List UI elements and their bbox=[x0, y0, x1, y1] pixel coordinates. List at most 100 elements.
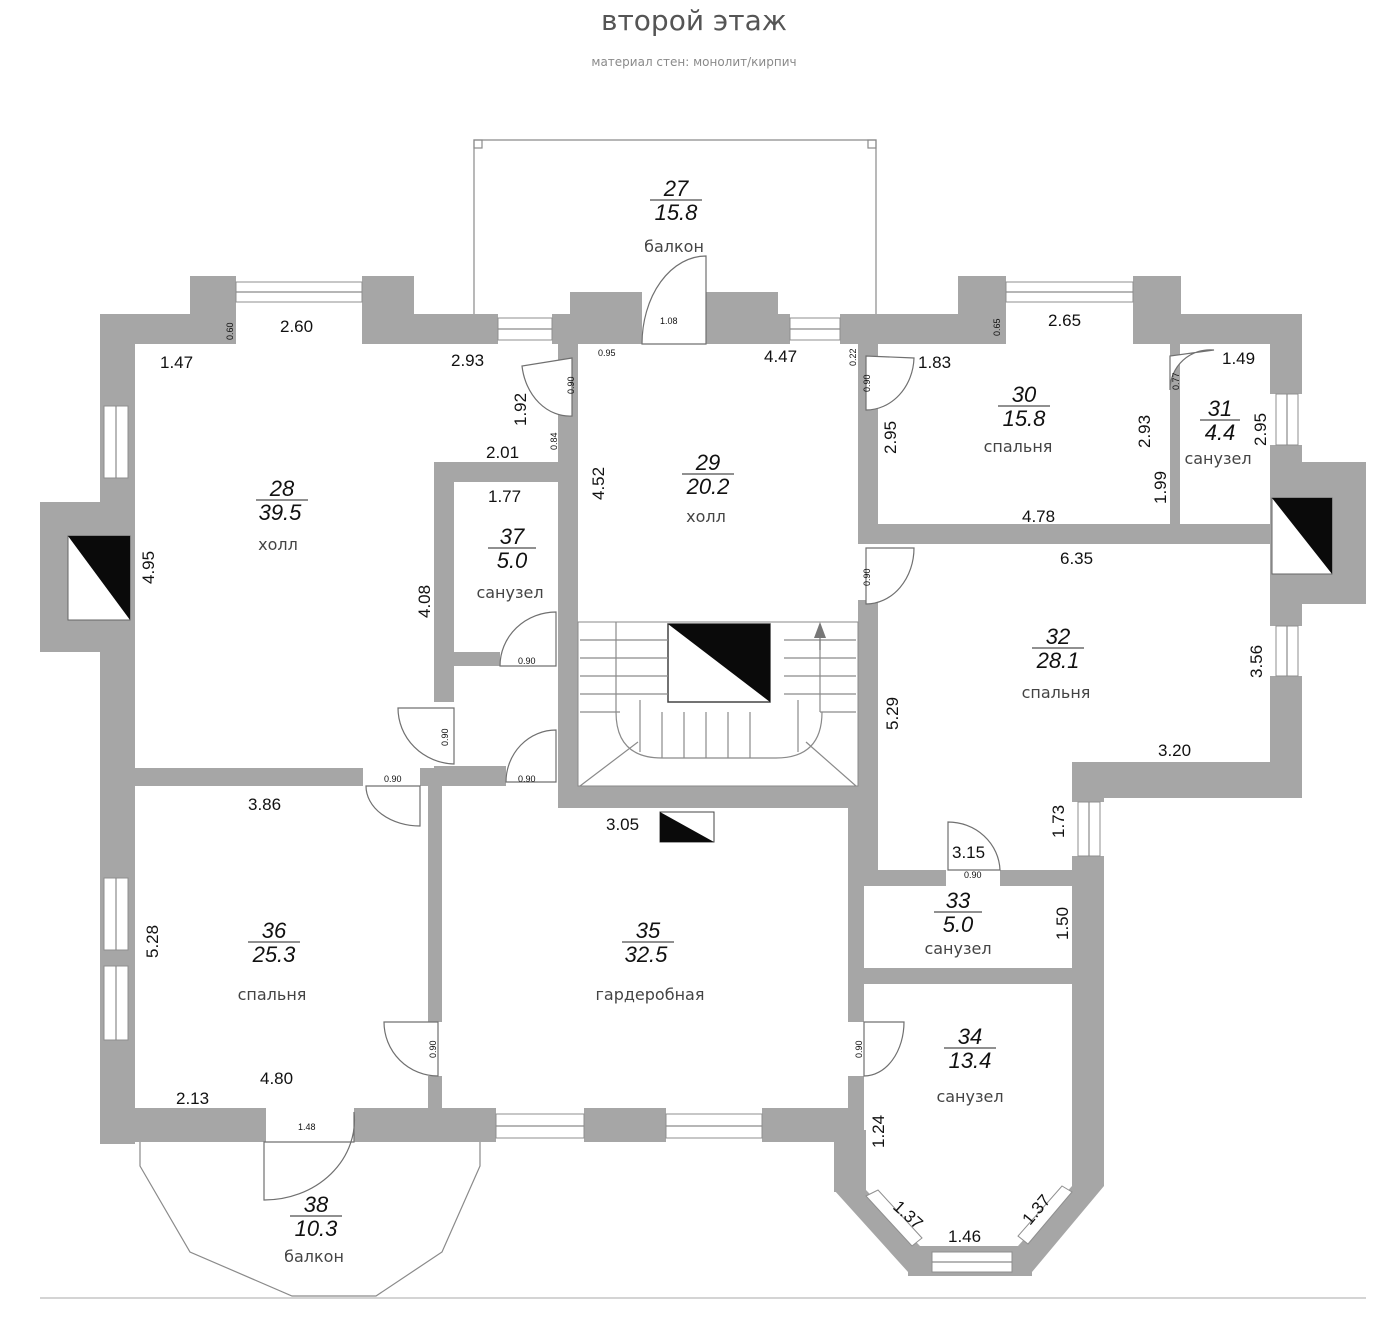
door-width: 0.90 bbox=[964, 870, 982, 880]
room-30-area: 15.8 bbox=[1003, 406, 1047, 431]
door-width: 0.90 bbox=[440, 728, 450, 746]
dimension: 2.93 bbox=[451, 351, 484, 370]
room-31-number: 31 bbox=[1208, 396, 1232, 421]
dimension: 4.08 bbox=[415, 585, 434, 618]
door-width: 0.90 bbox=[518, 656, 536, 666]
room-31-area: 4.4 bbox=[1205, 420, 1236, 445]
dimension: 0.95 bbox=[598, 348, 616, 358]
room-35-area: 32.5 bbox=[625, 942, 669, 967]
floor-plan-subtitle: материал стен: монолит/кирпич bbox=[591, 55, 797, 69]
room-29-label: 29 20.2 холл bbox=[682, 450, 734, 526]
room-34-area: 13.4 bbox=[949, 1048, 992, 1073]
room-27-number: 27 bbox=[663, 176, 689, 201]
dimension: 1.48 bbox=[298, 1122, 316, 1132]
room-37-area: 5.0 bbox=[497, 548, 528, 573]
dimension: 5.28 bbox=[143, 925, 162, 958]
room-labels: 27 15.8 балкон 28 39.5 холл 29 20.2 холл… bbox=[238, 176, 1252, 1266]
room-33-number: 33 bbox=[946, 888, 971, 913]
room-34-name: санузел bbox=[936, 1087, 1003, 1106]
dimension: 4.95 bbox=[139, 551, 158, 584]
room-38-number: 38 bbox=[304, 1192, 329, 1217]
door-width: 0.90 bbox=[518, 774, 536, 784]
dimension: 0.22 bbox=[848, 348, 858, 366]
room-32-area: 28.1 bbox=[1036, 648, 1080, 673]
door-width: 0.90 bbox=[862, 568, 872, 586]
windows bbox=[103, 281, 1299, 1273]
dimension: 1.83 bbox=[918, 353, 951, 372]
dimension: 1.92 bbox=[511, 393, 530, 426]
room-27-name: балкон bbox=[644, 237, 704, 256]
room-35-number: 35 bbox=[636, 918, 661, 943]
room-36-area: 25.3 bbox=[252, 942, 297, 967]
dimension: 1.73 bbox=[1049, 805, 1068, 838]
room-31-label: 31 4.4 санузел bbox=[1184, 396, 1251, 468]
staircase bbox=[577, 621, 859, 787]
room-38-area: 10.3 bbox=[295, 1216, 339, 1241]
dimension: 4.80 bbox=[260, 1069, 293, 1088]
dimension: 3.20 bbox=[1158, 741, 1191, 760]
dimension: 3.56 bbox=[1247, 645, 1266, 678]
dimension: 2.60 bbox=[280, 317, 313, 336]
room-31-name: санузел bbox=[1184, 449, 1251, 468]
room-28-area: 39.5 bbox=[259, 500, 303, 525]
room-32-number: 32 bbox=[1046, 624, 1070, 649]
room-35-label: 35 32.5 гардеробная bbox=[596, 918, 705, 1004]
dimension: 5.29 bbox=[883, 697, 902, 730]
room-27-label: 27 15.8 балкон bbox=[644, 176, 704, 256]
door-width: 0.90 bbox=[862, 374, 872, 392]
dimension: 6.35 bbox=[1060, 549, 1093, 568]
room-34-label: 34 13.4 санузел bbox=[936, 1024, 1003, 1106]
room-33-name: санузел bbox=[924, 939, 991, 958]
room-28-name: холл bbox=[258, 535, 298, 554]
room-32-name: спальня bbox=[1022, 683, 1091, 702]
dimension: 0.77 bbox=[1171, 372, 1181, 390]
dimension: 1.24 bbox=[869, 1115, 888, 1148]
dimension: 1.99 bbox=[1151, 471, 1170, 504]
shafts bbox=[67, 497, 1333, 843]
room-37-name: санузел bbox=[476, 583, 543, 602]
dimension: 4.78 bbox=[1022, 507, 1055, 526]
dimension: 3.05 bbox=[606, 815, 639, 834]
dimension: 2.01 bbox=[486, 443, 519, 462]
door-width-labels: 0.90 0.90 0.90 0.90 0.90 0.90 0.90 0.90 … bbox=[384, 374, 982, 1058]
room-33-label: 33 5.0 санузел bbox=[924, 888, 991, 958]
dimension: 4.47 bbox=[764, 347, 797, 366]
dimension: 4.52 bbox=[589, 467, 608, 500]
dimension: 2.95 bbox=[881, 421, 900, 454]
dimension: 2.65 bbox=[1048, 311, 1081, 330]
floor-plan-title: второй этаж bbox=[600, 4, 787, 37]
doors bbox=[263, 255, 1215, 1201]
room-28-number: 28 bbox=[269, 476, 295, 501]
room-32-label: 32 28.1 спальня bbox=[1022, 624, 1091, 702]
room-38-label: 38 10.3 балкон bbox=[284, 1192, 344, 1266]
room-30-name: спальня bbox=[984, 437, 1053, 456]
room-34-number: 34 bbox=[958, 1024, 982, 1049]
dimension: 0.84 bbox=[549, 432, 559, 450]
dimension: 1.47 bbox=[160, 353, 193, 372]
room-37-label: 37 5.0 санузел bbox=[476, 524, 543, 602]
room-36-number: 36 bbox=[262, 918, 287, 943]
dimension: 1.08 bbox=[660, 316, 678, 326]
door-width: 0.90 bbox=[854, 1040, 864, 1058]
room-30-label: 30 15.8 спальня bbox=[984, 382, 1053, 456]
balcony-outlines bbox=[40, 139, 1366, 1299]
room-30-number: 30 bbox=[1012, 382, 1037, 407]
dimension: 0.65 bbox=[992, 318, 1002, 336]
dimension: 3.86 bbox=[248, 795, 281, 814]
dimension: 1.50 bbox=[1053, 907, 1072, 940]
room-29-area: 20.2 bbox=[686, 474, 730, 499]
room-29-number: 29 bbox=[695, 450, 720, 475]
room-35-name: гардеробная bbox=[596, 985, 705, 1004]
dimension: 0.60 bbox=[225, 322, 235, 340]
room-28-label: 28 39.5 холл bbox=[256, 476, 308, 554]
dimension: 1.46 bbox=[948, 1227, 981, 1246]
room-27-area: 15.8 bbox=[655, 200, 699, 225]
dimension: 2.95 bbox=[1251, 413, 1270, 446]
dimension: 1.77 bbox=[488, 487, 521, 506]
room-38-name: балкон bbox=[284, 1247, 344, 1266]
door-width: 0.90 bbox=[566, 376, 576, 394]
door-width: 0.90 bbox=[384, 774, 402, 784]
room-37-number: 37 bbox=[500, 524, 525, 549]
room-36-label: 36 25.3 спальня bbox=[238, 918, 307, 1004]
